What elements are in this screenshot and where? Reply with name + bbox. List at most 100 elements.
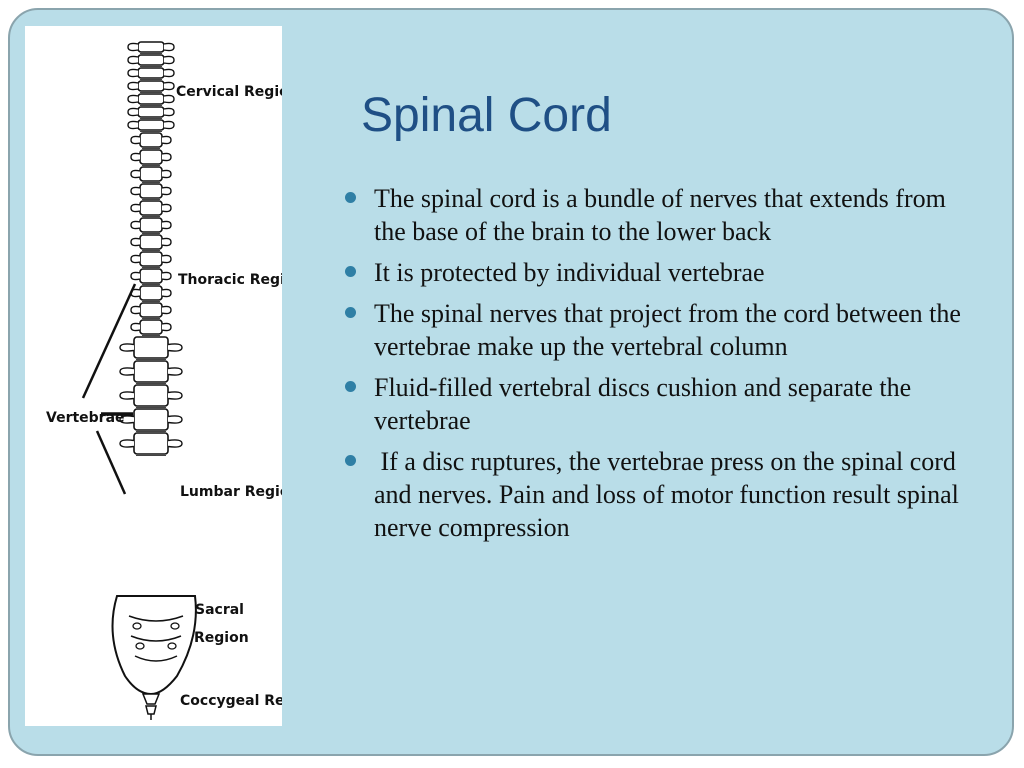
vertebra-process <box>163 107 175 117</box>
vertebra <box>137 93 165 105</box>
vertebra-process <box>127 55 139 65</box>
label-thoracic-region: Thoracic Region <box>178 272 282 288</box>
vertebra-process <box>127 94 139 104</box>
vertebra <box>133 432 169 455</box>
vertebra-process <box>130 169 141 179</box>
spine-illustration: Cervical Region Thoracic Region Vertebra… <box>46 41 282 720</box>
vertebra <box>139 319 163 335</box>
bullet-list: The spinal cord is a bundle of nerves th… <box>342 182 967 552</box>
vertebra <box>137 67 165 79</box>
vertebra <box>137 80 165 92</box>
vertebra-process <box>161 305 172 315</box>
vertebra-process <box>161 254 172 264</box>
sacrum-shape <box>111 595 197 696</box>
vertebra-process <box>119 391 135 400</box>
vertebrae-pointer-upper <box>81 283 137 399</box>
vertebra <box>139 217 163 233</box>
vertebra-process <box>163 42 175 52</box>
vertebra-process <box>161 220 172 230</box>
bullet-item: It is protected by individual vertebrae <box>342 256 967 289</box>
vertebra <box>139 183 163 199</box>
sacrum-detail <box>128 615 184 662</box>
vertebra-process <box>161 135 172 145</box>
vertebra <box>137 106 165 118</box>
vertebra-process <box>127 68 139 78</box>
vertebra-process <box>130 203 141 213</box>
vertebra <box>133 384 169 407</box>
vertebral-column <box>119 41 183 456</box>
vertebra-process <box>127 42 139 52</box>
bullet-dot-icon <box>345 266 356 277</box>
vertebra-process <box>130 237 141 247</box>
bullet-dot-icon <box>345 192 356 203</box>
bullet-item: The spinal nerves that project from the … <box>342 297 967 363</box>
vertebra <box>137 41 165 53</box>
label-vertebrae: Vertebrae <box>46 410 125 426</box>
vertebra-process <box>167 415 183 424</box>
vertebra-process <box>161 203 172 213</box>
bullet-dot-icon <box>345 307 356 318</box>
vertebra <box>137 54 165 66</box>
vertebra-process <box>161 288 172 298</box>
bullet-text: The spinal nerves that project from the … <box>374 299 968 361</box>
vertebra-process <box>127 107 139 117</box>
vertebra-process <box>163 68 175 78</box>
vertebra <box>139 268 163 284</box>
vertebra-process <box>161 152 172 162</box>
bullet-dot-icon <box>345 455 356 466</box>
vertebra-process <box>127 81 139 91</box>
vertebra-process <box>163 94 175 104</box>
vertebra <box>139 132 163 148</box>
vertebra-process <box>161 237 172 247</box>
label-cervical-region: Cervical Region <box>176 84 282 100</box>
vertebra-process <box>119 415 135 424</box>
vertebra-process <box>163 55 175 65</box>
label-sacral: Sacral <box>195 602 244 618</box>
bullet-text: The spinal cord is a bundle of nerves th… <box>374 184 953 246</box>
vertebra <box>133 408 169 431</box>
vertebra-process <box>130 305 141 315</box>
vertebra-process <box>161 271 172 281</box>
vertebra <box>139 285 163 301</box>
coccyx-shape <box>141 693 161 715</box>
label-coccygeal-region: Coccygeal Region <box>180 693 282 709</box>
vertebra <box>139 166 163 182</box>
vertebra-process <box>167 367 183 376</box>
vertebra-process <box>161 169 172 179</box>
vertebra-process <box>130 271 141 281</box>
vertebra <box>139 302 163 318</box>
bullet-item: The spinal cord is a bundle of nerves th… <box>342 182 967 248</box>
vertebra-process <box>130 152 141 162</box>
vertebra-process <box>127 120 139 130</box>
vertebra-process <box>161 186 172 196</box>
vertebra <box>139 149 163 165</box>
vertebra-process <box>167 391 183 400</box>
vertebra <box>133 360 169 383</box>
bullet-dot-icon <box>345 381 356 392</box>
vertebra-process <box>130 220 141 230</box>
vertebra <box>137 119 165 131</box>
vertebra <box>133 336 169 359</box>
spine-diagram: Cervical Region Thoracic Region Vertebra… <box>25 26 282 726</box>
vertebra-process <box>130 186 141 196</box>
vertebra-process <box>163 81 175 91</box>
vertebra-process <box>167 343 183 352</box>
vertebra-process <box>130 322 141 332</box>
bullet-text: Fluid-filled vertebral discs cushion and… <box>374 373 918 435</box>
vertebra <box>139 251 163 267</box>
vertebra <box>139 234 163 250</box>
vertebra-process <box>161 322 172 332</box>
vertebra-process <box>119 439 135 448</box>
vertebra-process <box>119 343 135 352</box>
label-lumbar-region: Lumbar Region <box>180 484 282 500</box>
vertebra-process <box>130 254 141 264</box>
vertebra-process <box>119 367 135 376</box>
bullet-text: It is protected by individual vertebrae <box>374 258 765 287</box>
slide-title: Spinal Cord <box>361 89 612 142</box>
vertebrae-pointer-lower <box>95 430 127 495</box>
bullet-item: Fluid-filled vertebral discs cushion and… <box>342 371 967 437</box>
bullet-item: If a disc ruptures, the vertebrae press … <box>342 445 967 544</box>
bullet-text: If a disc ruptures, the vertebrae press … <box>374 447 966 542</box>
label-sacral-region: Region <box>194 630 249 646</box>
vertebra-process <box>130 135 141 145</box>
